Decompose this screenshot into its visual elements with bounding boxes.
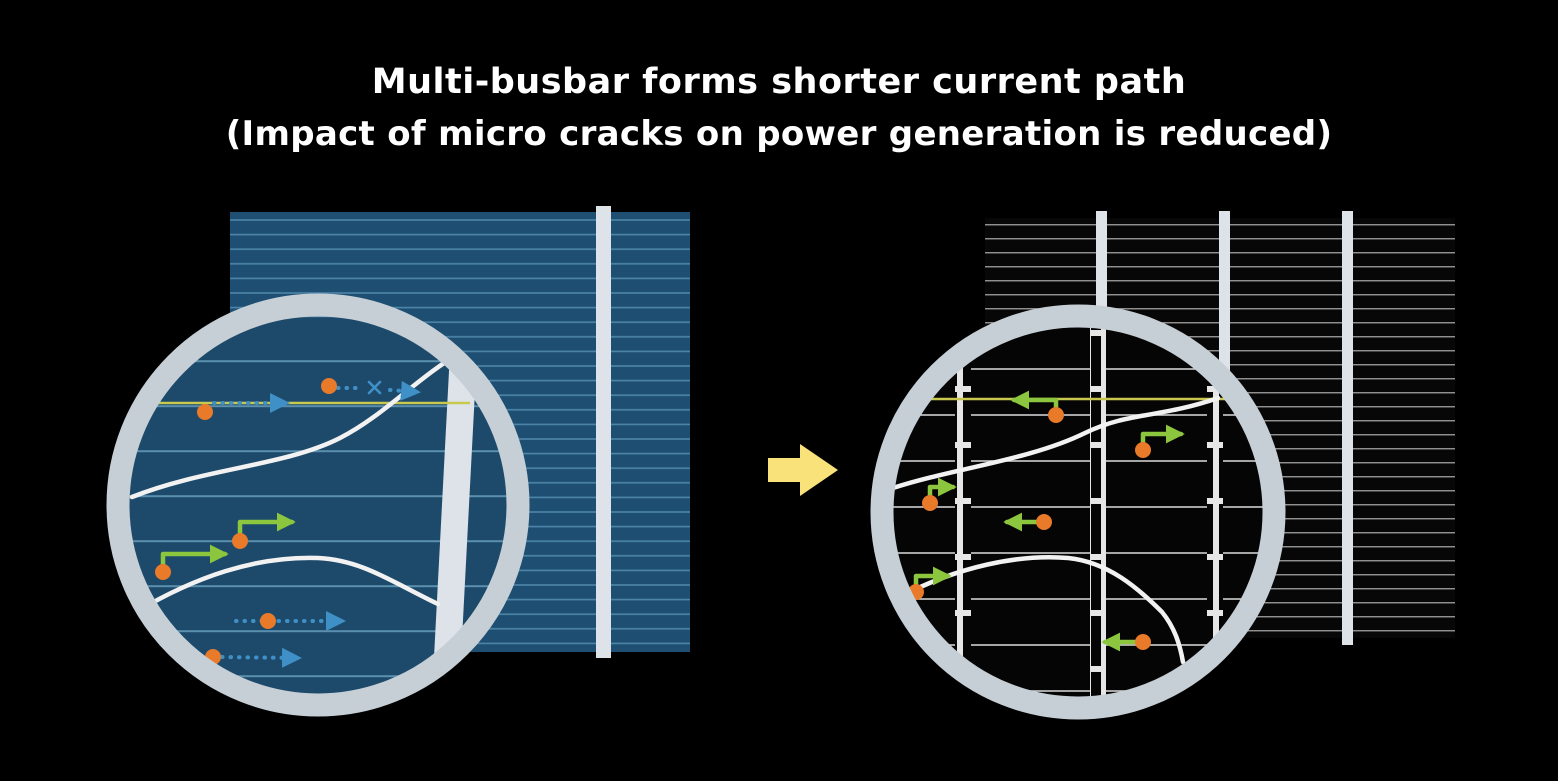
magnified-busbar bbox=[430, 316, 480, 694]
electrons-left bbox=[155, 378, 337, 665]
right-magnifier bbox=[870, 304, 1286, 720]
title-line-1: Multi-busbar forms shorter current path bbox=[371, 62, 1187, 102]
electron-dot bbox=[321, 378, 337, 394]
right-magnifier-contents bbox=[893, 327, 1263, 697]
magnified-multi-busbar-3 bbox=[1207, 327, 1223, 697]
multi-busbar-3 bbox=[1342, 211, 1353, 645]
transition-arrow bbox=[768, 444, 838, 496]
right-magnifier-face bbox=[893, 327, 1263, 697]
electron-dot bbox=[155, 564, 171, 580]
title-line-2: (Impact of micro cracks on power generat… bbox=[225, 113, 1333, 154]
electron-dot bbox=[1135, 634, 1151, 650]
magnified-multi-busbar-1 bbox=[955, 327, 971, 697]
green-path-1 bbox=[237, 512, 296, 541]
micro-crack-upper-right bbox=[893, 395, 1221, 491]
blocked-path-x-mark bbox=[367, 380, 382, 395]
electron-dot bbox=[232, 533, 248, 549]
right-magnifier-ring bbox=[870, 304, 1286, 720]
magnified-multi-busbar-2 bbox=[1090, 327, 1106, 697]
diagram-title: Multi-busbar forms shorter current path … bbox=[0, 56, 1558, 160]
micro-crack-lower bbox=[133, 555, 441, 615]
electron-dot bbox=[1135, 442, 1151, 458]
blue-cell-busbar bbox=[596, 206, 611, 658]
electron-dot bbox=[922, 495, 938, 511]
electron-dot bbox=[1036, 514, 1052, 530]
left-magnifier-ring bbox=[106, 293, 530, 717]
electron-dot bbox=[197, 404, 213, 420]
left-magnifier-face bbox=[129, 316, 507, 694]
electron-dot bbox=[1048, 407, 1064, 423]
electron-dot bbox=[260, 613, 276, 629]
micro-crack-lower-right bbox=[895, 555, 1186, 665]
micro-crack-upper bbox=[129, 349, 465, 500]
long-current-paths bbox=[212, 380, 421, 668]
left-magnifier-contents bbox=[129, 316, 480, 694]
left-magnifier bbox=[106, 293, 530, 717]
